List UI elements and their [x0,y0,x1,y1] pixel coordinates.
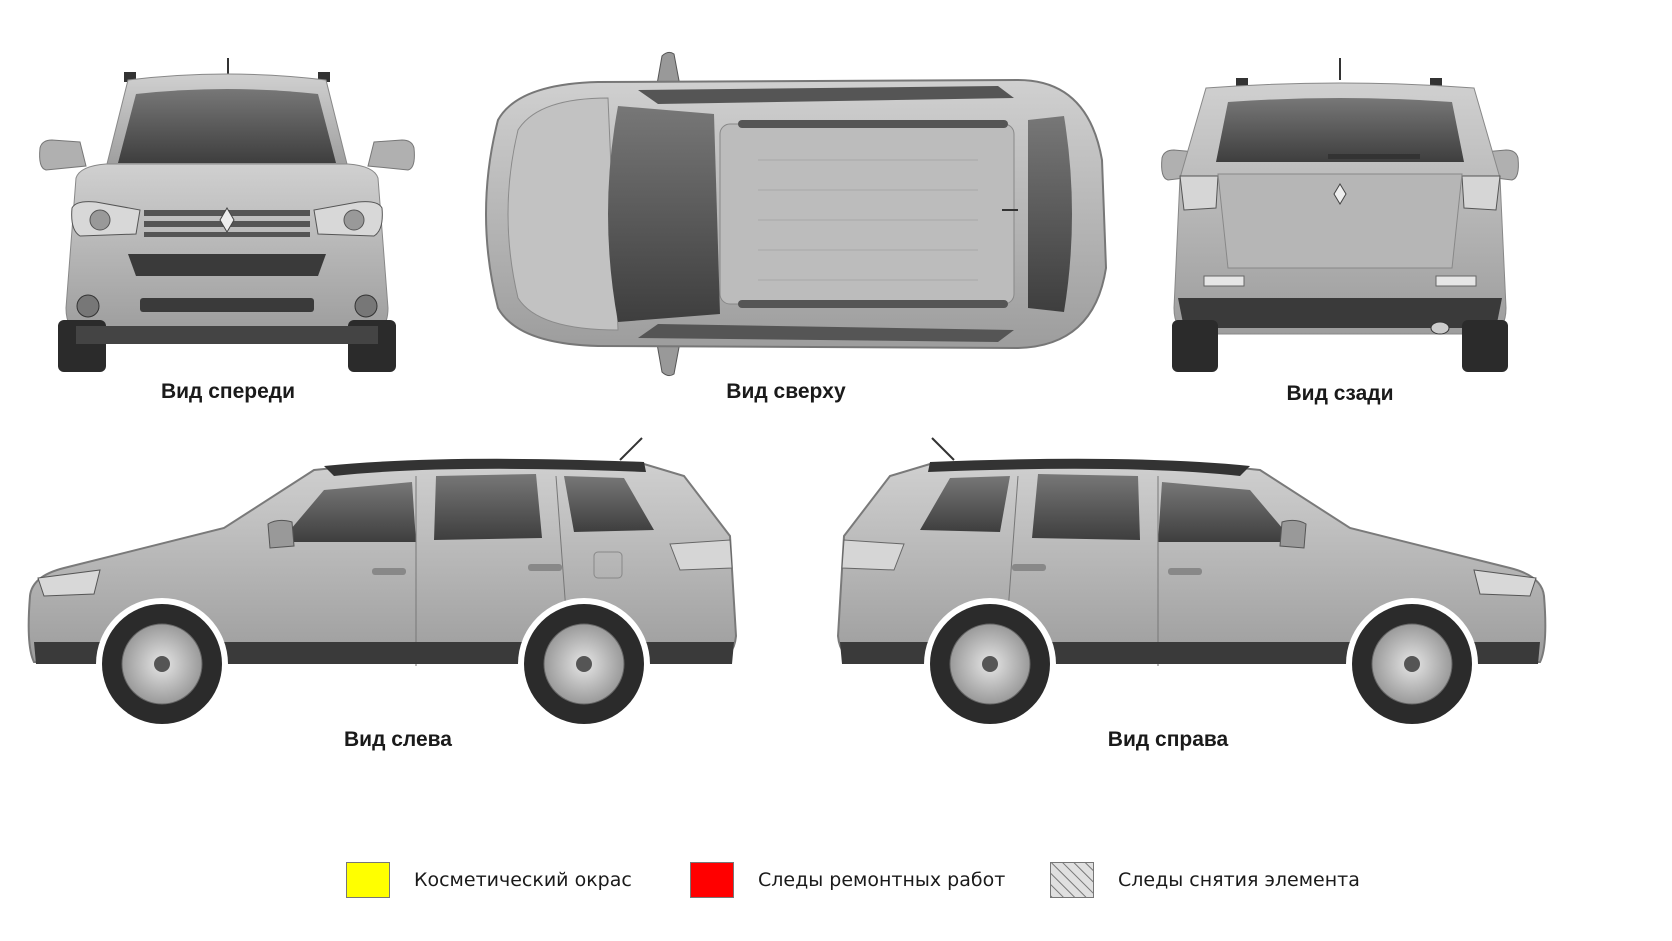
caption-right-view: Вид справа [1107,728,1229,751]
rear-view [1158,58,1522,376]
swatch-yellow [346,862,390,898]
left-side-view [24,436,748,730]
legend-repair-traces: Следы ремонтных работ [690,862,1005,898]
swatch-red [690,862,734,898]
legend-label: Следы снятия элемента [1118,869,1360,891]
swatch-hatched [1050,862,1094,898]
legend-label: Косметический окрас [414,869,632,891]
front-view [36,58,418,376]
top-view [458,50,1108,378]
caption-left-view: Вид слева [344,728,452,751]
legend-cosmetic-paint: Косметический окрас [346,862,632,898]
legend-removal-traces: Следы снятия элемента [1050,862,1360,898]
legend-label: Следы ремонтных работ [758,869,1006,891]
caption-front-view: Вид спереди [160,380,296,403]
right-side-view [826,436,1550,730]
caption-rear-view: Вид сзади [1286,382,1394,405]
caption-top-view: Вид сверху [726,380,846,403]
